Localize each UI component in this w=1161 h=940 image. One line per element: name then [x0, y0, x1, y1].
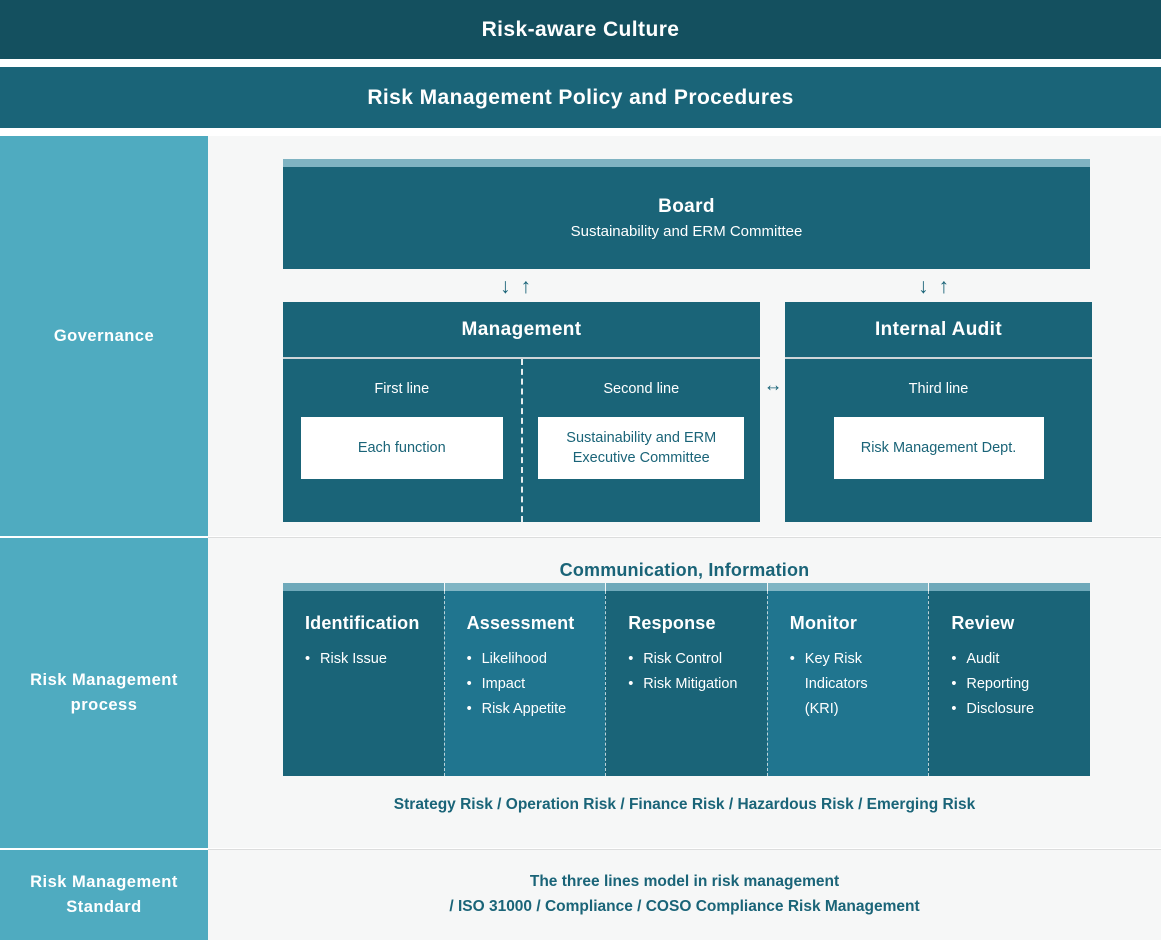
process-column-title: Review [951, 613, 1015, 633]
arrow-up-icon: ↑ [520, 275, 532, 298]
process-item: Risk Control [628, 647, 767, 672]
banner-policy-label: Risk Management Policy and Procedures [367, 85, 794, 109]
process-item-line: Indicators [804, 675, 868, 692]
lane-first-line: First line Each function [283, 359, 521, 522]
process-column-items: Risk Issue [305, 647, 444, 672]
process-item: Impact [467, 672, 606, 697]
process-item: Risk Mitigation [628, 672, 767, 697]
process-column-identification: IdentificationRisk Issue [283, 583, 444, 776]
process-column-review: ReviewAuditReportingDisclosure [928, 583, 1090, 776]
chip-each-function: Each function [300, 417, 503, 479]
standard-line-1: The three lines model in risk management [529, 873, 840, 891]
sidebar-risk-management-process: Risk Management process [0, 537, 208, 848]
lane-first-line-label: First line [374, 381, 430, 397]
lane-second-line: Second line Sustainability and ERM Execu… [520, 359, 761, 522]
risk-management-process-row: Risk Management process Communication, I… [0, 537, 1161, 848]
arrows-board-management: ↓ ↑ [500, 276, 531, 297]
process-panel: Communication, Information Identificatio… [208, 537, 1161, 848]
communication-information-label: Communication, Information [559, 560, 810, 580]
governance-panel: Board Sustainability and ERM Committee ↓… [208, 136, 1161, 536]
process-item: Risk Appetite [467, 697, 606, 722]
process-column-title: Response [628, 613, 716, 633]
risk-management-standard-row: Risk Management Standard The three lines… [0, 849, 1161, 940]
process-column-items: AuditReportingDisclosure [951, 647, 1090, 722]
arrow-down-icon: ↓ [918, 275, 929, 298]
process-item: Reporting [951, 672, 1090, 697]
process-columns: IdentificationRisk IssueAssessmentLikeli… [283, 583, 1090, 776]
governance-row: Governance Board Sustainability and ERM … [0, 136, 1161, 536]
standard-text: The three lines model in risk management… [208, 850, 1161, 940]
standard-panel: The three lines model in risk management… [208, 849, 1161, 940]
internal-audit-title: Internal Audit [785, 302, 1092, 359]
sidebar-governance: Governance [0, 136, 208, 536]
sidebar-governance-label: Governance [53, 326, 155, 345]
banner-risk-aware-culture: Risk-aware Culture [0, 0, 1161, 59]
framework-grid: Governance Board Sustainability and ERM … [0, 136, 1161, 940]
process-column-title: Identification [305, 613, 420, 633]
internal-audit-box: Internal Audit Third line Risk Managemen… [785, 302, 1092, 522]
management-title: Management [283, 302, 760, 359]
bidirectional-arrow-icon: ↔ [761, 373, 785, 397]
process-column-response: ResponseRisk ControlRisk Mitigation [605, 583, 767, 776]
sidebar-standard-label: Risk Management Standard [30, 873, 178, 916]
process-item-line: (KRI) [804, 700, 839, 717]
banner-risk-management-policy: Risk Management Policy and Procedures [0, 67, 1161, 128]
arrow-up-icon: ↑ [938, 275, 950, 298]
arrows-board-internal-audit: ↓ ↑ [918, 276, 949, 297]
process-item: Risk Issue [305, 647, 444, 672]
process-item: Audit [951, 647, 1090, 672]
process-item: Disclosure [951, 697, 1090, 722]
board-subtitle: Sustainability and ERM Committee [570, 223, 803, 240]
lane-third-line: Third line Risk Management Dept. [785, 359, 1092, 522]
process-item: Likelihood [467, 647, 606, 672]
sidebar-risk-management-standard: Risk Management Standard [0, 849, 208, 940]
sidebar-process-label: Risk Management process [30, 671, 178, 714]
chip-risk-management-dept: Risk Management Dept. [833, 417, 1044, 479]
chip-sustainability-erm-exec-committee: Sustainability and ERM Executive Committ… [538, 417, 745, 479]
internal-audit-lanes: Third line Risk Management Dept. [785, 359, 1092, 522]
process-column-title: Assessment [466, 613, 575, 633]
management-box: Management First line Each function Seco… [283, 302, 760, 522]
process-column-title: Monitor [789, 613, 858, 633]
risk-types-label: Strategy Risk / Operation Risk / Finance… [393, 796, 976, 813]
process-column-assessment: AssessmentLikelihoodImpactRisk Appetite [443, 583, 606, 776]
standard-line-2: / ISO 31000 / Compliance / COSO Complian… [449, 898, 920, 915]
lane-third-line-label: Third line [908, 381, 969, 397]
board-title: Board [658, 196, 715, 217]
management-lanes: First line Each function Second line Sus… [283, 359, 760, 522]
process-item-line: Key Risk [804, 651, 862, 667]
process-column-items: LikelihoodImpactRisk Appetite [467, 647, 606, 722]
lane-second-line-label: Second line [603, 381, 680, 397]
board-box: Board Sustainability and ERM Committee [283, 159, 1090, 269]
banner-culture-label: Risk-aware Culture [481, 17, 680, 41]
arrow-down-icon: ↓ [500, 275, 511, 298]
process-column-items: Risk ControlRisk Mitigation [628, 647, 767, 697]
